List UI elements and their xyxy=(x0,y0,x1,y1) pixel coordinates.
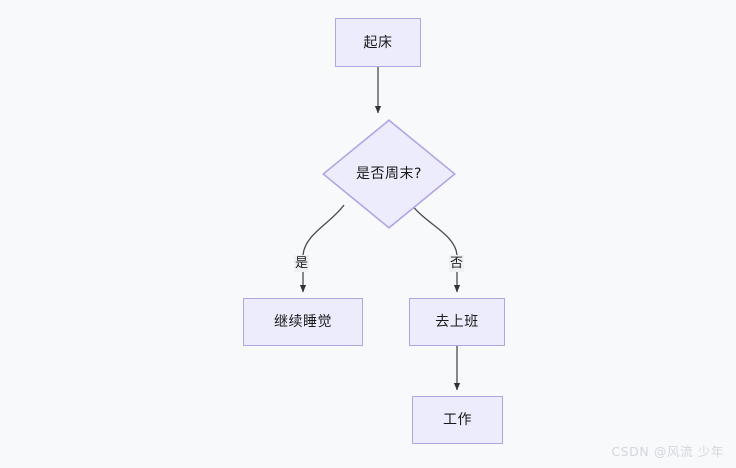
diamond-shape xyxy=(322,119,456,229)
edge-decision-to-work-commute xyxy=(411,204,461,293)
edge-label-no: 否 xyxy=(449,255,465,272)
node-work[interactable]: 工作 xyxy=(412,396,503,444)
node-decision-is-weekend[interactable]: 是否周末? xyxy=(322,119,456,229)
watermark: CSDN @风流 少年 xyxy=(611,444,724,459)
edge-decision-to-sleep xyxy=(299,204,345,293)
edge-label-yes: 是 xyxy=(294,255,310,272)
node-go-to-work[interactable]: 去上班 xyxy=(409,298,505,346)
node-keep-sleeping[interactable]: 继续睡觉 xyxy=(243,298,363,346)
node-start[interactable]: 起床 xyxy=(335,18,421,67)
node-decision-label: 是否周末? xyxy=(356,166,422,182)
